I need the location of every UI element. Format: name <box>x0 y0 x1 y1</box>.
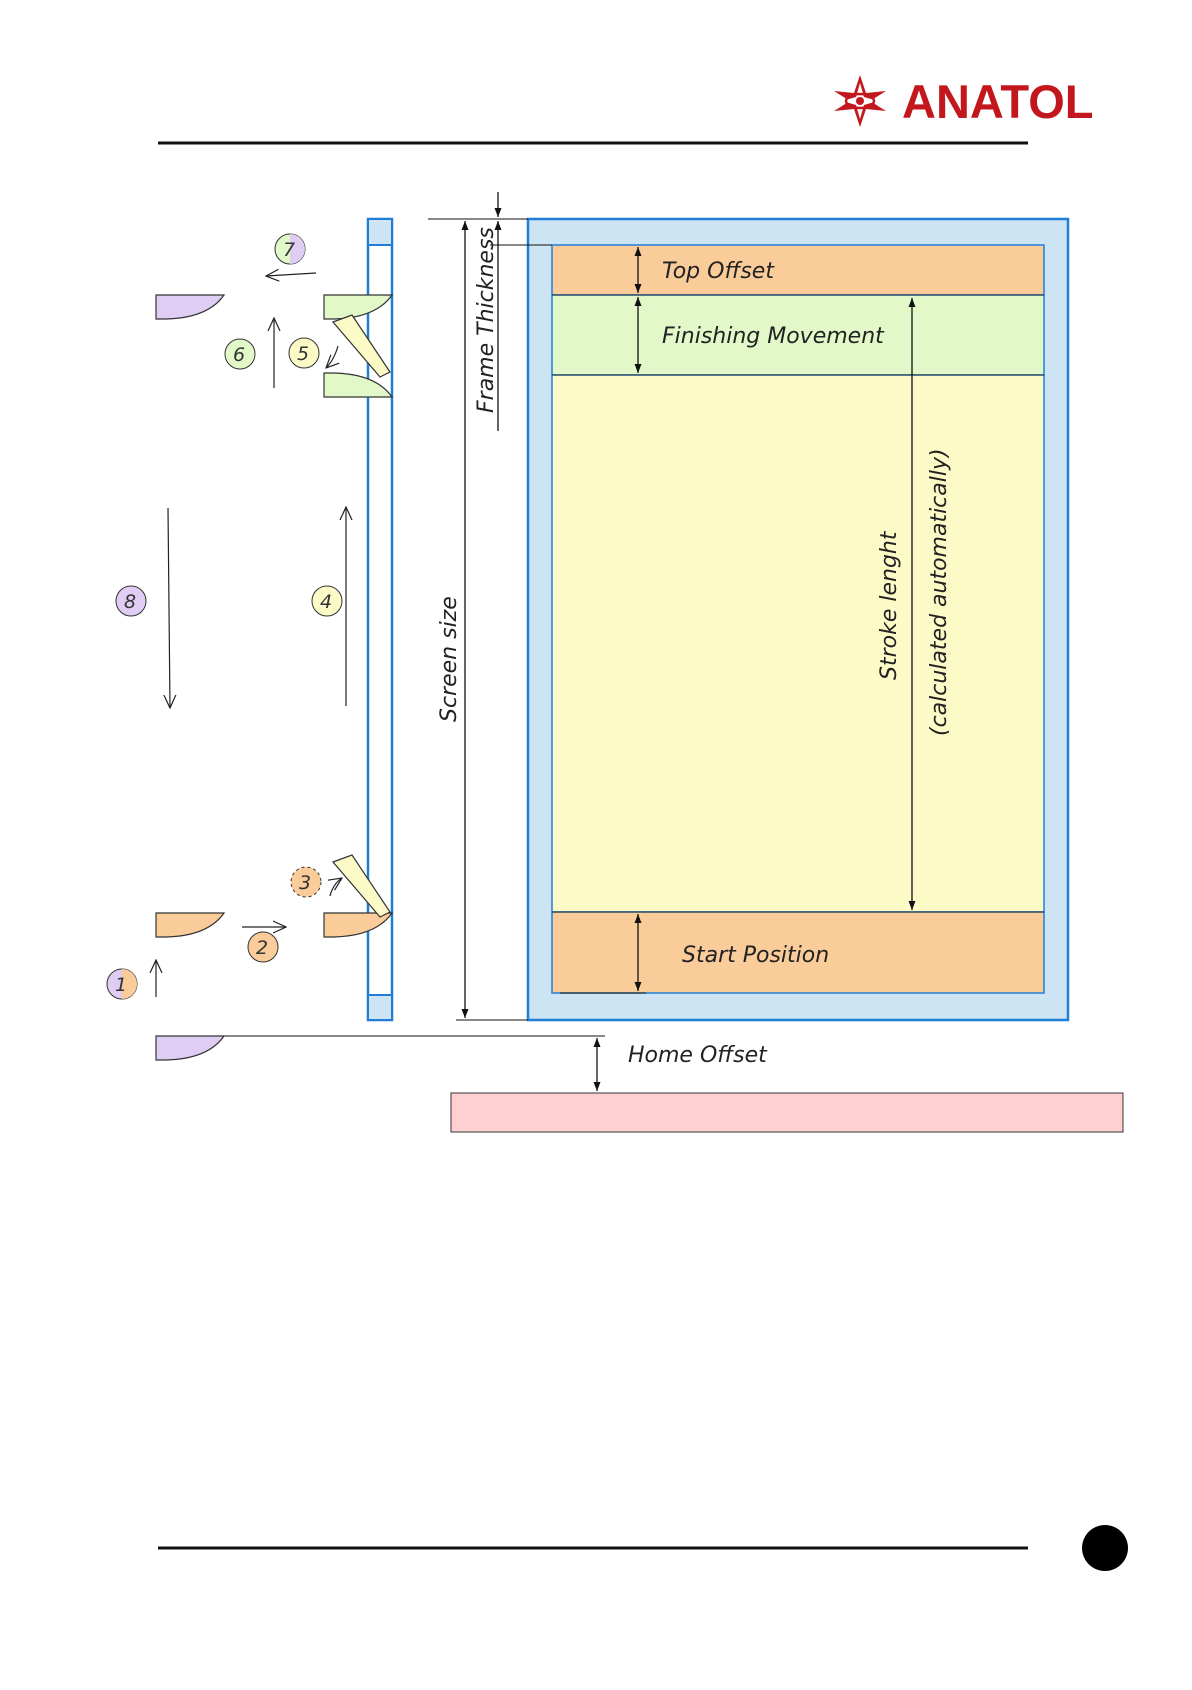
arrow-step-7 <box>266 273 316 276</box>
step-1-number: 1 <box>115 974 127 996</box>
step-6-badge: 6 <box>225 339 255 369</box>
frame-thickness-label: Frame Thickness <box>474 227 499 413</box>
step-2-badge: 2 <box>248 932 278 962</box>
squeegee-position-1 <box>156 913 224 937</box>
step-8-number: 8 <box>124 591 136 613</box>
squeegee-home <box>156 1036 224 1060</box>
anatol-logo: ANATOL <box>834 75 1093 128</box>
step-4-number: 4 <box>320 591 332 613</box>
home-position-bar <box>451 1093 1123 1132</box>
step-5-badge: 5 <box>289 338 319 368</box>
arrow-step-8 <box>168 508 170 708</box>
home-offset-label: Home Offset <box>628 1043 768 1068</box>
step-7-badge: 7 <box>275 234 305 264</box>
top-offset-zone <box>552 245 1044 295</box>
step-2-number: 2 <box>256 937 268 959</box>
star-emblem-icon <box>834 75 886 127</box>
step-8-badge: 8 <box>116 586 146 616</box>
arrow-step-5 <box>326 346 338 368</box>
squeegee-position-7 <box>156 295 224 319</box>
stroke-length-label: Stroke lenght <box>877 530 902 680</box>
step-3-number: 3 <box>299 872 311 894</box>
step-6-number: 6 <box>233 344 245 366</box>
step-3-badge: 3 <box>291 867 321 897</box>
finishing-movement-label: Finishing Movement <box>662 324 885 349</box>
step-4-badge: 4 <box>312 586 342 616</box>
brand-name: ANATOL <box>902 75 1093 128</box>
step-7-number: 7 <box>283 239 295 261</box>
arrow-step-3 <box>330 878 342 896</box>
stroke-length-note: (calculated automatically) <box>927 448 952 736</box>
stroke-zone <box>552 375 1044 912</box>
page-number-badge <box>1082 1525 1128 1571</box>
step-5-number: 5 <box>297 343 309 365</box>
start-position-label: Start Position <box>682 943 829 968</box>
top-offset-label: Top Offset <box>662 259 775 284</box>
screen-size-label: Screen size <box>437 596 462 722</box>
step-1-badge: 1 <box>107 969 137 999</box>
